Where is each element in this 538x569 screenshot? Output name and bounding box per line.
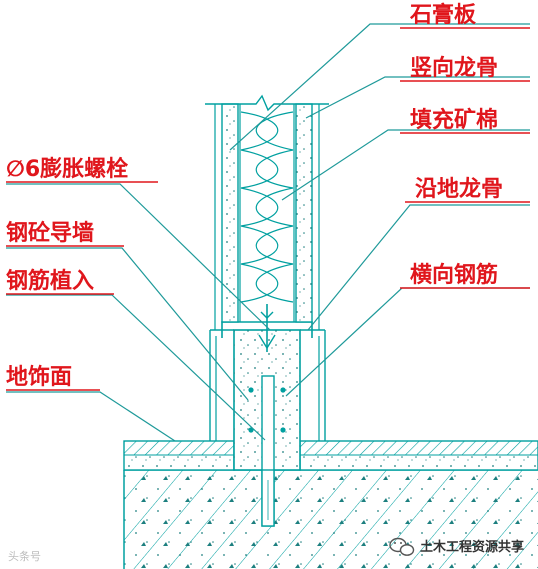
- label-vertical-keel: 竖向龙骨: [400, 55, 530, 82]
- concrete-curb: [209, 329, 326, 471]
- svg-text:钢筋植入: 钢筋植入: [6, 268, 94, 294]
- label-floor-track: 沿地龙骨: [405, 177, 530, 203]
- svg-text:竖向龙骨: 竖向龙骨: [410, 55, 498, 81]
- label-rebar-plant: 钢筋植入: [6, 268, 114, 295]
- svg-text:横向钢筋: 横向钢筋: [410, 262, 498, 288]
- expansion-bolt: [258, 304, 276, 352]
- svg-text:钢砼导墙: 钢砼导墙: [6, 220, 94, 246]
- label-expansion-bolt: ∅6膨胀螺栓: [6, 157, 158, 183]
- leader-lines-left: [6, 183, 271, 442]
- svg-text:填充矿棉: 填充矿棉: [410, 107, 498, 133]
- label-gypsum-board: 石膏板: [400, 2, 530, 29]
- label-transverse-rebar: 横向钢筋: [400, 262, 530, 289]
- watermark-source: 土木工程资源共享: [389, 537, 524, 556]
- svg-text:头条号: 头条号: [8, 549, 41, 563]
- mineral-wool: [240, 111, 294, 303]
- floor-slab: [123, 469, 538, 569]
- svg-text:地饰面: 地饰面: [6, 364, 72, 390]
- svg-text:土木工程资源共享: 土木工程资源共享: [420, 539, 524, 555]
- watermark-faint: 头条号: [8, 549, 41, 563]
- planted-rebar: [261, 375, 275, 527]
- partition-wall: [205, 94, 329, 330]
- svg-text:∅6膨胀螺栓: ∅6膨胀螺栓: [6, 157, 128, 182]
- transverse-rebar: [248, 387, 286, 433]
- label-floor-finish: 地饰面: [6, 364, 100, 391]
- wechat-icon: [389, 537, 415, 556]
- label-mineral-wool: 填充矿棉: [400, 107, 530, 134]
- svg-text:沿地龙骨: 沿地龙骨: [415, 177, 503, 202]
- label-concrete-curb: 钢砼导墙: [6, 220, 124, 247]
- floor-finish-layer: [123, 440, 538, 471]
- svg-text:石膏板: 石膏板: [409, 2, 477, 28]
